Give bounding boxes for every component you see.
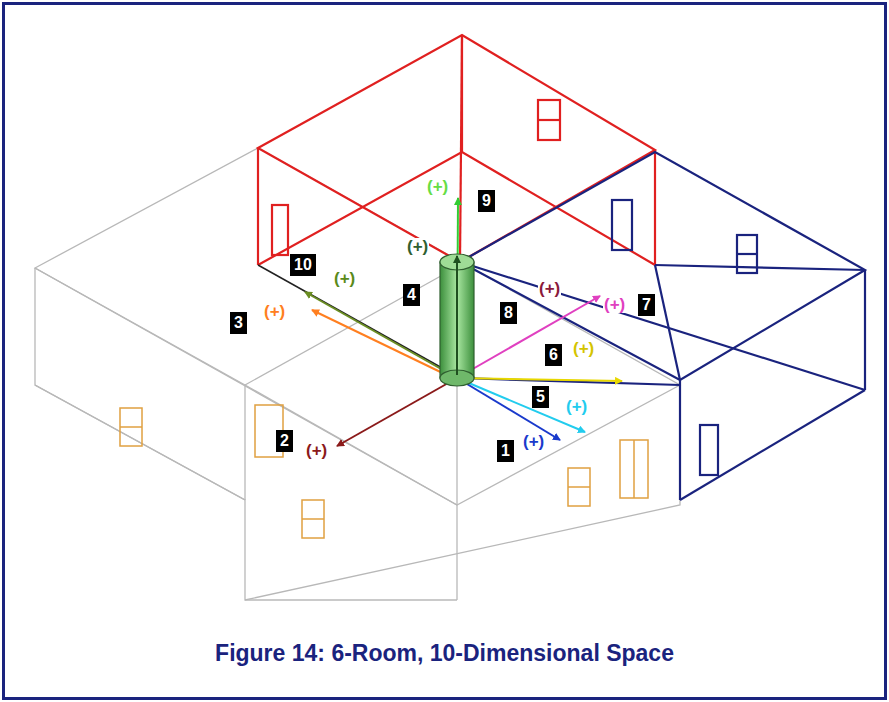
axis-sign: (+)	[572, 340, 595, 357]
axis-sign: (+)	[565, 398, 588, 415]
axis-sign: (+)	[333, 270, 356, 287]
callout-number: 1	[497, 440, 514, 462]
figure-caption: Figure 14: 6-Room, 10-Dimensional Space	[0, 640, 889, 667]
callout-number: 7	[638, 294, 655, 316]
callout-number: 5	[532, 386, 549, 408]
callout-number: 3	[230, 312, 247, 334]
callout-number: 10	[290, 254, 316, 276]
callout-number: 9	[478, 190, 495, 212]
axis-sign: (+)	[406, 238, 429, 255]
axis-sign: (+)	[263, 303, 286, 320]
axis-sign: (+)	[426, 178, 449, 195]
axis-sign: (+)	[538, 280, 561, 297]
axis-sign: (+)	[522, 433, 545, 450]
axis-sign: (+)	[603, 296, 626, 313]
callout-number: 8	[500, 302, 517, 324]
callout-number: 6	[545, 344, 562, 366]
callout-number: 4	[403, 284, 420, 306]
callout-number: 2	[276, 430, 293, 452]
axis-sign: (+)	[305, 442, 328, 459]
